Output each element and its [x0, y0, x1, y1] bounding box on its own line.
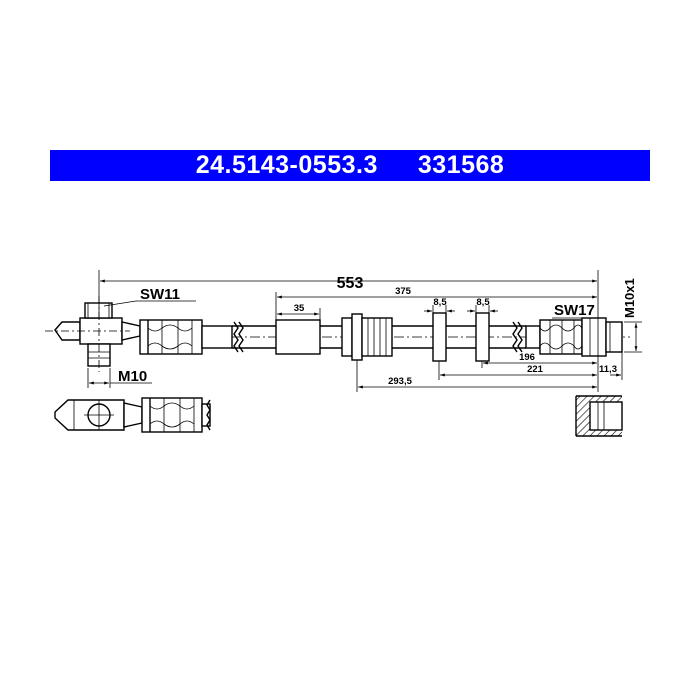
dim-196: 196: [519, 352, 535, 363]
label-m10x1: M10x1: [622, 278, 637, 318]
dim-553: 553: [337, 275, 364, 292]
dim-8-5-b: 8,5: [476, 297, 490, 308]
dim-35: 35: [294, 303, 305, 314]
left-banjo-fitting: [45, 296, 141, 372]
dim-293-5: 293,5: [388, 376, 412, 387]
dimension-lines: [87, 270, 642, 392]
thread-port-section: [575, 395, 623, 437]
label-sw17: SW17: [554, 302, 595, 319]
dim-221: 221: [527, 364, 544, 375]
left-crimp-sleeve: [139, 319, 233, 355]
right-crimp-and-fitting: [525, 317, 623, 357]
label-sw11: SW11: [140, 286, 180, 303]
ring-b: [475, 312, 490, 362]
ring-a: [432, 312, 447, 362]
bracket-clip: [341, 313, 393, 361]
protective-sleeve: [275, 319, 321, 355]
dim-375: 375: [395, 286, 412, 297]
part-number-banner: 24.5143-0553.3 331568: [50, 150, 650, 181]
banjo-top-view: [54, 397, 211, 433]
reference-number: 331568: [417, 151, 505, 179]
dim-11-3: 11,3: [599, 364, 617, 375]
label-m10: M10: [118, 368, 147, 385]
part-number: 24.5143-0553.3: [195, 151, 378, 179]
dim-8-5-a: 8,5: [433, 297, 447, 308]
